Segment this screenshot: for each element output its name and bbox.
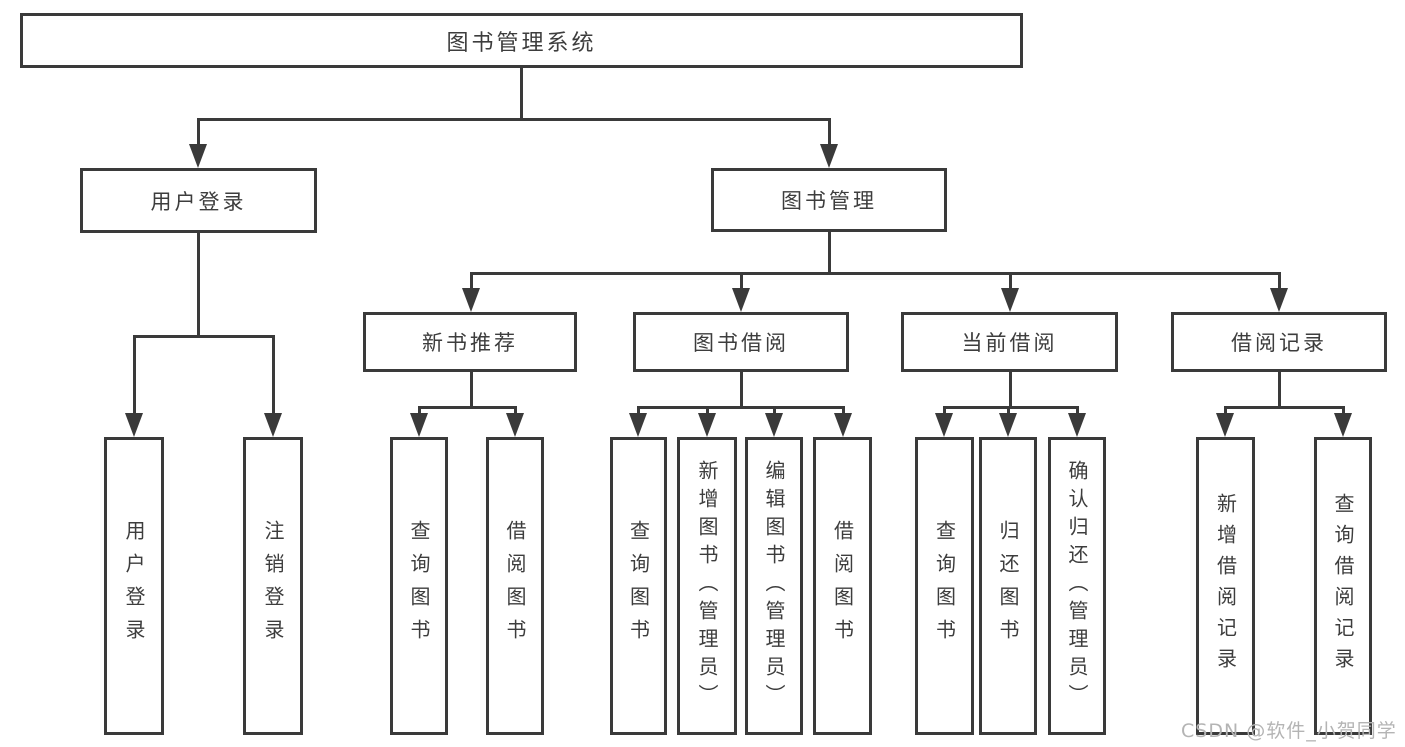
- arrow-down-icon: [820, 144, 838, 168]
- node-label: 借阅图书: [503, 520, 527, 652]
- connector-hline: [637, 406, 845, 409]
- node-label: 用户登录: [150, 189, 247, 214]
- connector-vline: [842, 406, 845, 415]
- connector-hline: [133, 335, 275, 338]
- node-label: 新书推荐: [422, 331, 518, 355]
- connector-vline: [706, 406, 709, 415]
- connector-vline: [418, 406, 421, 415]
- leaf-current-return-books: 归还图书: [979, 437, 1037, 735]
- node-label: 确认归还（管理员）: [1065, 460, 1089, 712]
- connector-hline: [470, 272, 1281, 275]
- connector-vline: [740, 272, 743, 290]
- node-label: 新增图书（管理员）: [695, 460, 719, 712]
- arrow-down-icon: [1001, 288, 1019, 312]
- connector-vline: [1076, 406, 1079, 415]
- connector-vline: [470, 272, 473, 290]
- leaf-borrowing-add-books-admin: 新增图书（管理员）: [677, 437, 737, 735]
- connector-vline: [514, 406, 517, 415]
- connector-vline: [133, 335, 136, 415]
- leaf-recommend-borrow-books: 借阅图书: [486, 437, 544, 735]
- connector-vline: [197, 233, 200, 335]
- connector-vline: [1007, 406, 1010, 415]
- connector-vline: [773, 406, 776, 415]
- leaf-records-add-borrow-record: 新增借阅记录: [1196, 437, 1255, 735]
- connector-hline: [1224, 406, 1345, 409]
- leaf-recommend-query-books: 查询图书: [390, 437, 448, 735]
- node-book-borrowing: 图书借阅: [633, 312, 849, 372]
- arrow-down-icon: [834, 413, 852, 437]
- arrow-down-icon: [935, 413, 953, 437]
- leaf-user-login: 用户登录: [104, 437, 164, 735]
- connector-vline: [828, 118, 831, 146]
- arrow-down-icon: [629, 413, 647, 437]
- watermark: CSDN @软件_小贺同学: [1181, 720, 1397, 742]
- node-current-borrowing: 当前借阅: [901, 312, 1118, 372]
- node-library-system: 图书管理系统: [20, 13, 1023, 68]
- node-label: 当前借阅: [961, 331, 1058, 355]
- leaf-current-confirm-return-admin: 确认归还（管理员）: [1048, 437, 1106, 735]
- connector-vline: [470, 372, 473, 406]
- arrow-down-icon: [999, 413, 1017, 437]
- arrow-down-icon: [732, 288, 750, 312]
- connector-vline: [637, 406, 640, 415]
- arrow-down-icon: [189, 144, 207, 168]
- node-label: 查询图书: [407, 520, 431, 652]
- arrow-down-icon: [1334, 413, 1352, 437]
- leaf-borrowing-borrow-books: 借阅图书: [813, 437, 872, 735]
- connector-vline: [740, 372, 743, 406]
- connector-hline: [418, 406, 517, 409]
- connector-vline: [943, 406, 946, 415]
- node-user-login: 用户登录: [80, 168, 317, 233]
- node-label: 注销登录: [261, 520, 285, 652]
- node-label: 新增借阅记录: [1213, 493, 1238, 679]
- connector-vline: [1009, 372, 1012, 406]
- arrow-down-icon: [410, 413, 428, 437]
- node-label: 查询图书: [626, 520, 651, 652]
- node-label: 借阅记录: [1231, 331, 1327, 355]
- node-label: 查询借阅记录: [1331, 493, 1355, 679]
- connector-vline: [197, 118, 200, 146]
- connector-vline: [1342, 406, 1345, 415]
- arrow-down-icon: [1216, 413, 1234, 437]
- connector-vline: [1224, 406, 1227, 415]
- leaf-logout: 注销登录: [243, 437, 303, 735]
- arrow-down-icon: [765, 413, 783, 437]
- leaf-borrowing-query-books: 查询图书: [610, 437, 667, 735]
- leaf-current-query-books: 查询图书: [915, 437, 974, 735]
- arrow-down-icon: [1068, 413, 1086, 437]
- node-label: 查询图书: [932, 520, 957, 652]
- node-book-management: 图书管理: [711, 168, 947, 232]
- node-label: 图书管理: [781, 189, 877, 213]
- connector-vline: [520, 68, 523, 118]
- connector-hline: [943, 406, 1079, 409]
- connector-vline: [828, 232, 831, 272]
- node-label: 归还图书: [996, 520, 1020, 652]
- connector-vline: [1009, 272, 1012, 290]
- node-label: 图书管理系统: [446, 30, 597, 56]
- leaf-borrowing-edit-books-admin: 编辑图书（管理员）: [745, 437, 803, 735]
- arrow-down-icon: [462, 288, 480, 312]
- node-borrow-records: 借阅记录: [1171, 312, 1387, 372]
- node-label: 编辑图书（管理员）: [762, 460, 786, 712]
- connector-vline: [1278, 272, 1281, 290]
- arrow-down-icon: [698, 413, 716, 437]
- arrow-down-icon: [1270, 288, 1288, 312]
- connector-vline: [1278, 372, 1281, 406]
- leaf-records-query-borrow-record: 查询借阅记录: [1314, 437, 1372, 735]
- arrow-down-icon: [506, 413, 524, 437]
- node-label: 用户登录: [122, 520, 146, 652]
- node-new-book-recommend: 新书推荐: [363, 312, 577, 372]
- connector-hline: [197, 118, 831, 121]
- node-label: 图书借阅: [693, 331, 789, 355]
- connector-vline: [272, 335, 275, 415]
- arrow-down-icon: [264, 413, 282, 437]
- arrow-down-icon: [125, 413, 143, 437]
- node-label: 借阅图书: [830, 520, 855, 652]
